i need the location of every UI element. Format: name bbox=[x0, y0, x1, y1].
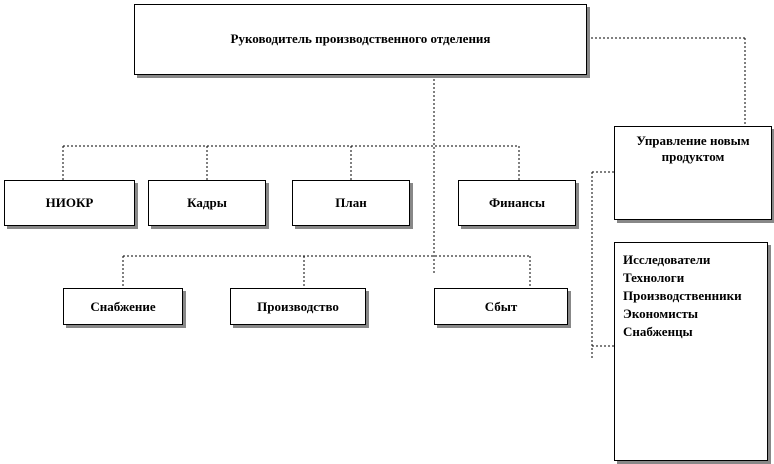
staff-roles-box: Исследователи Технологи Производственник… bbox=[614, 242, 768, 461]
staff-role: Исследователи bbox=[623, 252, 711, 267]
production-box: Производство bbox=[230, 288, 366, 325]
supply-label: Снабжение bbox=[90, 298, 156, 314]
staff-role: Снабженцы bbox=[623, 324, 693, 339]
head-box: Руководитель производственного отделения bbox=[134, 4, 587, 75]
plan-box: План bbox=[292, 180, 410, 226]
new-product-label: Управление новым продуктом bbox=[636, 133, 750, 164]
niokr-box: НИОКР bbox=[4, 180, 135, 226]
niokr-label: НИОКР bbox=[45, 195, 94, 210]
staff-role: Экономисты bbox=[623, 306, 699, 321]
supply-box: Снабжение bbox=[63, 288, 183, 325]
sales-label: Сбыт bbox=[484, 298, 518, 314]
staff-label: Кадры bbox=[187, 195, 227, 210]
new-product-box: Управление новым продуктом bbox=[614, 126, 772, 220]
staff-box: Кадры bbox=[148, 180, 266, 226]
plan-label: План bbox=[335, 195, 367, 210]
finance-box: Финансы bbox=[458, 180, 576, 226]
staff-role: Производственники bbox=[623, 288, 742, 303]
production-label: Производство bbox=[257, 298, 339, 314]
staff-role: Технологи bbox=[623, 270, 685, 285]
sales-box: Сбыт bbox=[434, 288, 568, 325]
finance-label: Финансы bbox=[488, 195, 546, 210]
head-label: Руководитель производственного отделения bbox=[230, 31, 491, 46]
